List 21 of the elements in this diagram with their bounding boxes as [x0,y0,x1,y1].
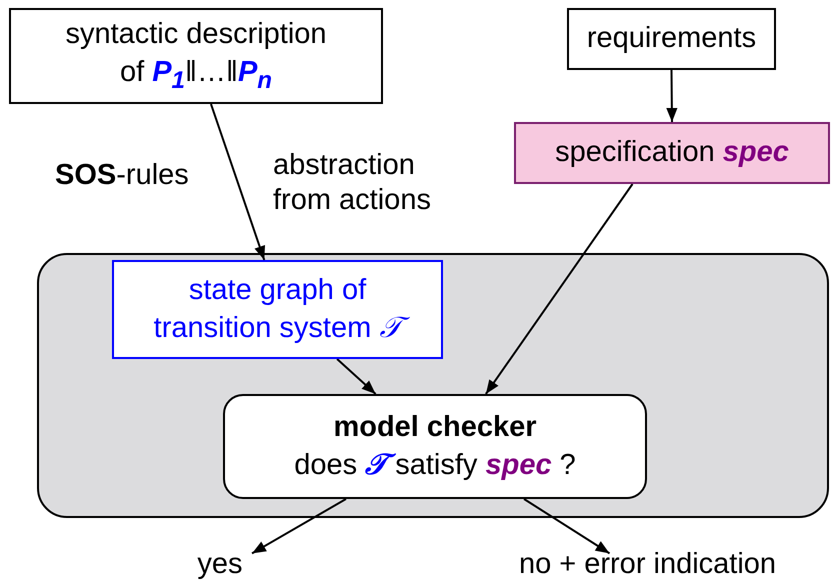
process-box [567,8,776,70]
arrow [336,358,376,395]
model-checker-box [223,394,647,499]
process-box [9,8,383,104]
box-heading: model checker [333,410,537,445]
arrow [485,183,634,395]
box-text: requirements [586,21,756,56]
box-text: specification spec [555,135,789,170]
edge-side-label: SOS-rules [55,158,189,193]
box-text: syntactic description of P$_{1}$‖…‖P$_{n}$ [64,17,328,96]
specification-box [514,122,830,184]
arrow [252,498,346,554]
box-text: state graph of transition system 𝒯 [114,272,441,348]
state-graph-box [112,260,443,359]
arrow [524,498,610,554]
arrow [210,104,266,260]
result-label: no + error indication [518,547,776,582]
edge-side-label: abstraction from actions [273,148,432,218]
system-panel [37,253,829,518]
result-label: yes [197,547,243,582]
arrow [666,70,678,122]
